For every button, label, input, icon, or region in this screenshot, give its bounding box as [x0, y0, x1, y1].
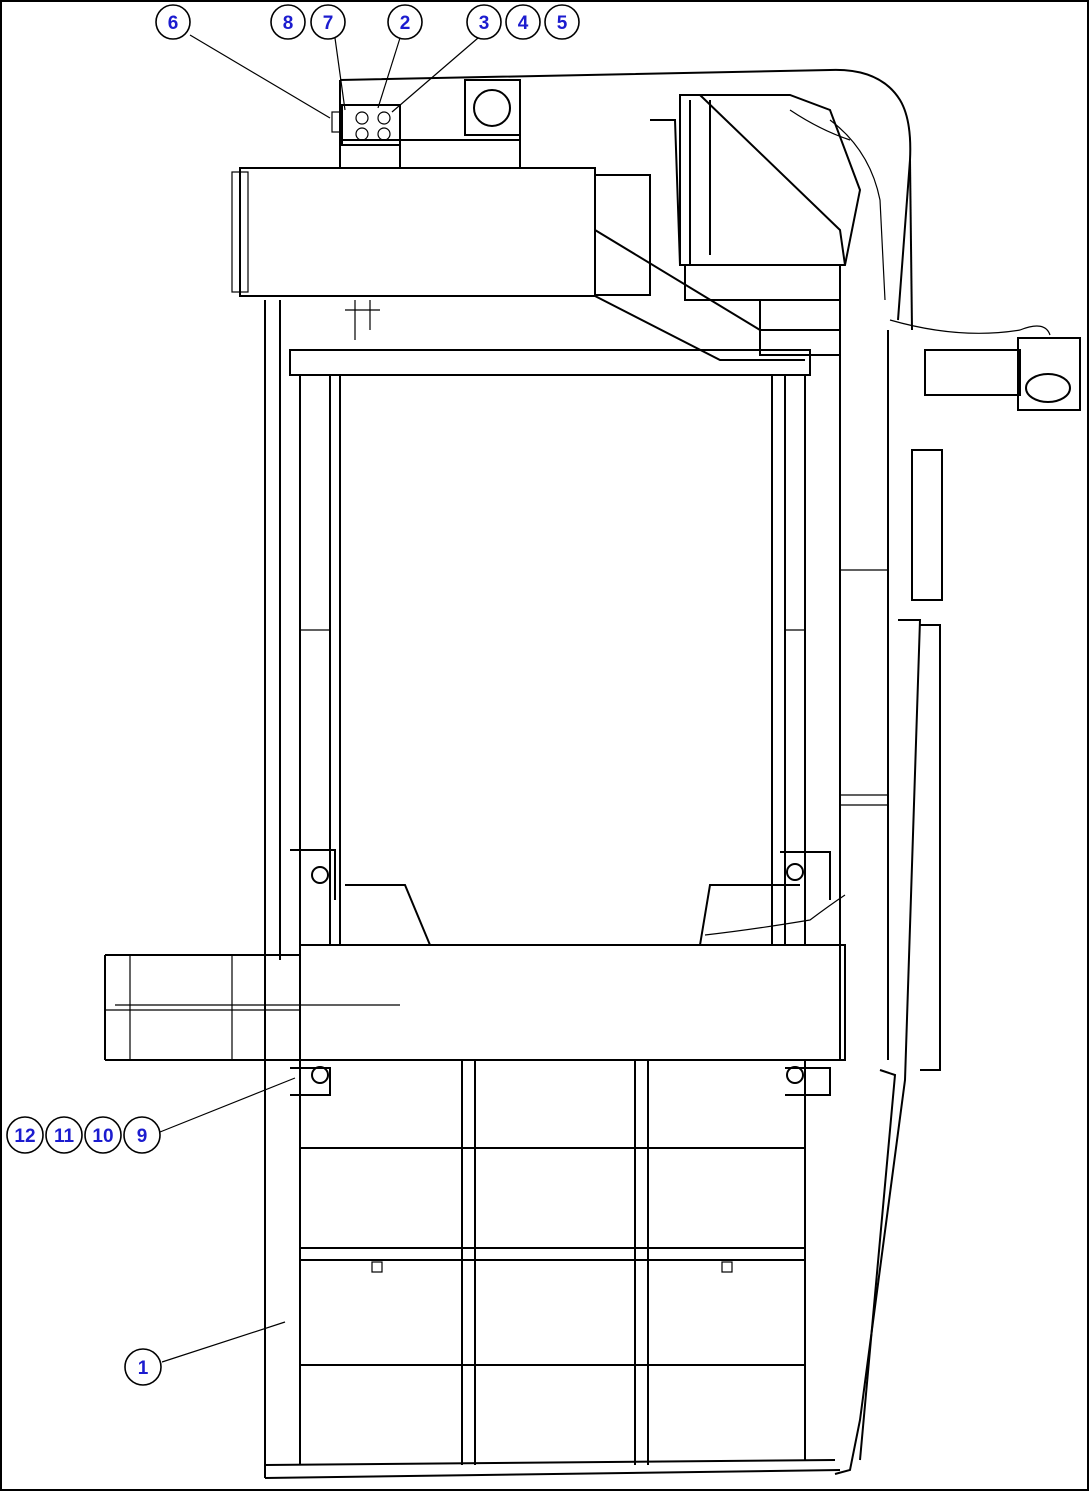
side-lamp	[889, 319, 1081, 601]
roof-components	[331, 79, 521, 168]
callout-4: 4	[505, 4, 541, 40]
callout-10-label: 10	[92, 1126, 113, 1147]
leader-lines	[159, 34, 479, 1363]
callout-1-label: 1	[138, 1358, 149, 1379]
callout-12-label: 12	[14, 1126, 35, 1147]
callout-2-label: 2	[400, 13, 411, 34]
callout-6: 6	[155, 4, 191, 40]
blower-unit	[650, 94, 886, 356]
callout-8: 8	[270, 4, 306, 40]
callout-4-label: 4	[518, 13, 529, 34]
callout-9-label: 9	[137, 1126, 148, 1147]
callout-11: 11	[45, 1116, 83, 1154]
window-opening	[289, 349, 811, 946]
callout-12: 12	[6, 1116, 44, 1154]
callout-7: 7	[310, 4, 346, 40]
lower-panel-grid	[299, 1060, 806, 1465]
callout-2: 2	[387, 4, 423, 40]
right-panel-strip	[920, 624, 941, 1071]
callout-11-label: 11	[54, 1126, 75, 1147]
callout-3-label: 3	[479, 13, 490, 34]
callout-7-label: 7	[323, 13, 334, 34]
callout-5-label: 5	[557, 13, 568, 34]
cab-outline	[264, 68, 922, 1479]
floor-beam	[104, 849, 846, 1096]
callout-1: 1	[124, 1348, 162, 1386]
callout-8-label: 8	[283, 13, 294, 34]
callout-9: 9	[123, 1116, 161, 1154]
callout-10: 10	[84, 1116, 122, 1154]
callout-6-label: 6	[168, 13, 179, 34]
callout-3: 3	[466, 4, 502, 40]
callout-5: 5	[544, 4, 580, 40]
